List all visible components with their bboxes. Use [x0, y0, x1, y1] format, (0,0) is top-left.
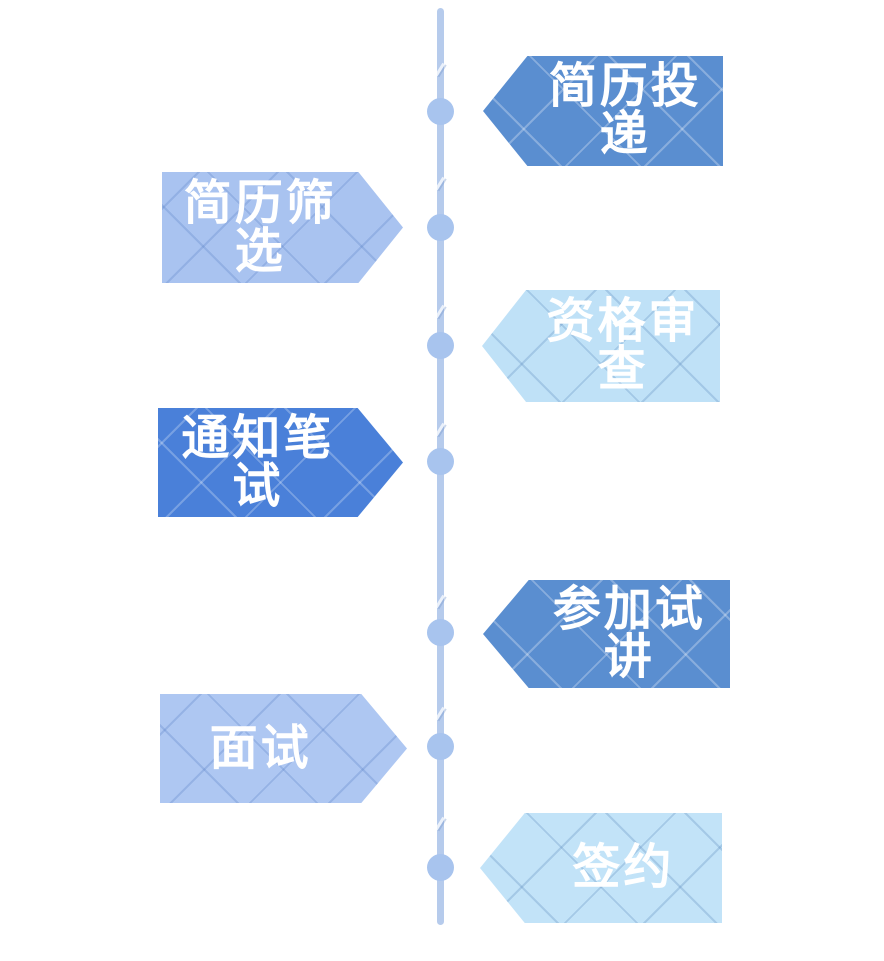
- banner-shape: [483, 56, 723, 166]
- timeline-dot: [427, 448, 454, 475]
- timeline-dot: [427, 332, 454, 359]
- step-banner-written-test-notice: 通知笔试: [158, 408, 403, 517]
- step-label: 签约: [572, 841, 675, 894]
- timeline-dot: [427, 733, 454, 760]
- timeline-dot: [427, 98, 454, 125]
- banner-shape: [480, 813, 722, 923]
- step-label: 面试: [209, 721, 312, 775]
- timeline-dot: [427, 214, 454, 241]
- step-banner-qualification-review: 资格审查: [482, 290, 720, 402]
- banner-shape: [483, 580, 730, 688]
- step-label: 通知笔试: [181, 411, 335, 513]
- banner-shape: [158, 408, 403, 517]
- step-label: 参加试讲: [552, 583, 706, 684]
- banner-shape: [482, 290, 720, 402]
- step-label: 简历筛选: [183, 176, 337, 278]
- timeline-dot: [427, 854, 454, 881]
- step-label: 资格审查: [546, 295, 700, 396]
- banner-shape: [162, 172, 403, 283]
- step-banner-signing: 签约: [480, 813, 722, 923]
- step-banner-interview: 面试: [160, 694, 407, 803]
- step-label: 简历投递: [548, 60, 702, 161]
- banner-shape: [160, 694, 407, 803]
- step-banner-resume-screening: 简历筛选: [162, 172, 403, 283]
- step-banner-trial-lecture: 参加试讲: [483, 580, 730, 688]
- step-banner-resume-submission: 简历投递: [483, 56, 723, 166]
- timeline-dot: [427, 619, 454, 646]
